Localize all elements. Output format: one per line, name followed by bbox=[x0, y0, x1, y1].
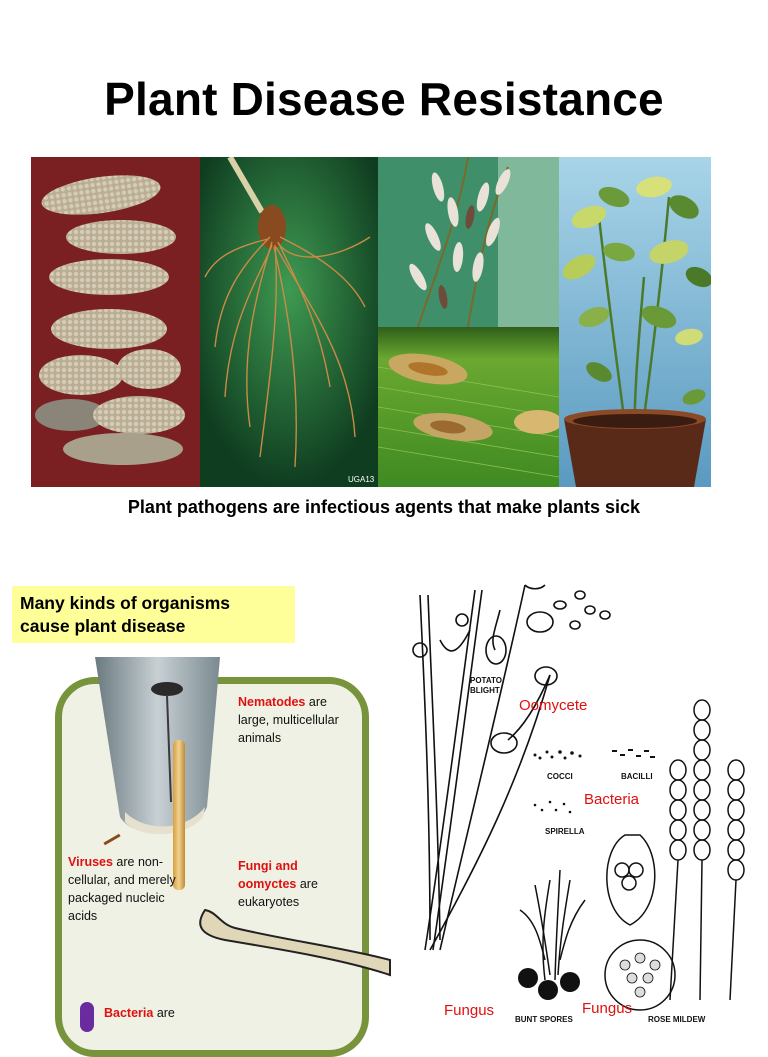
rice-panicle-photo bbox=[378, 157, 559, 327]
cocci-label: COCCI bbox=[547, 772, 573, 781]
caption: Plant pathogens are infectious agents th… bbox=[127, 497, 641, 517]
leaf-lesion-photo bbox=[378, 327, 559, 487]
rose-mildew-label: ROSE MILDEW bbox=[648, 1015, 706, 1024]
viruses-label: Viruses bbox=[68, 855, 113, 869]
pathogen-sketch bbox=[412, 584, 745, 1011]
mosaic-plant-photo bbox=[559, 157, 711, 487]
bacilli-label: BACILLI bbox=[621, 772, 653, 781]
photo-watermark: UGA13 bbox=[348, 475, 375, 484]
fungi-label: Fungi and oomyctes bbox=[238, 859, 298, 891]
fungal-hypha bbox=[199, 908, 391, 977]
bacteria-note: Bacteria are bbox=[104, 1006, 175, 1020]
bacteria-rod bbox=[80, 1002, 94, 1032]
spirella-label: SPIRELLA bbox=[545, 827, 585, 836]
nematode-stylet bbox=[173, 740, 185, 890]
root-rot-photo: UGA13 bbox=[200, 157, 378, 487]
page-title: Plant Disease Resistance bbox=[104, 73, 664, 125]
fungus-right-label: Fungus bbox=[582, 1000, 633, 1017]
nematodes-label: Nematodes bbox=[238, 695, 306, 709]
bunt-spores-label: BUNT SPORES bbox=[515, 1015, 573, 1024]
corn-ears-photo bbox=[31, 157, 200, 487]
callout-line-2: cause plant disease bbox=[20, 616, 186, 636]
nematodes-note: Nematodes are large, multicellular anima… bbox=[238, 695, 339, 745]
oomycete-label: Oomycete bbox=[519, 697, 588, 714]
viruses-note: Viruses are non-cellular, and merely pac… bbox=[68, 855, 176, 923]
fungi-note: Fungi and oomyctes are eukaryotes bbox=[238, 859, 318, 909]
bacteria-sketch-label: Bacteria bbox=[584, 791, 640, 808]
potato-blight-label: POTATO BLIGHT bbox=[470, 676, 502, 695]
organisms-callout: Many kinds of organisms cause plant dise… bbox=[12, 586, 295, 643]
callout-line-1: Many kinds of organisms bbox=[20, 593, 231, 613]
fungus-left-label: Fungus bbox=[444, 1002, 495, 1019]
bacteria-label: Bacteria bbox=[104, 1006, 154, 1020]
nematode-micrograph bbox=[95, 657, 220, 837]
